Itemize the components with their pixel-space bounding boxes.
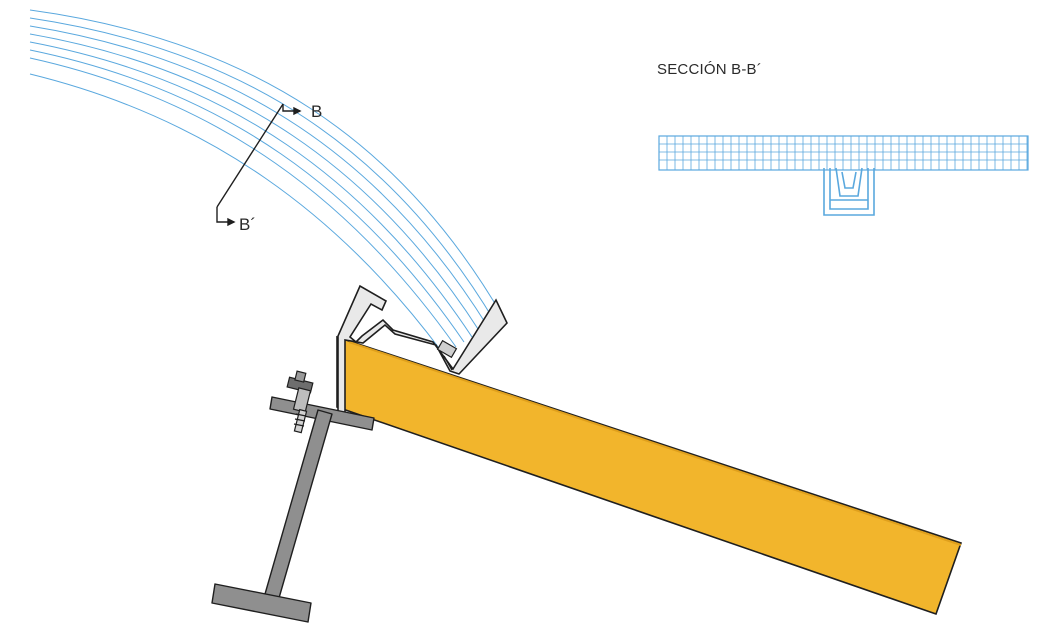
arrowhead-top xyxy=(293,106,302,116)
profile-fixing-screw xyxy=(436,339,458,371)
section-cut-marker xyxy=(216,103,302,227)
ridge-profile xyxy=(337,284,508,419)
section-title: SECCIÓN B-B´ xyxy=(657,61,762,78)
section-detail-inset xyxy=(658,135,1029,216)
inset-clip-profile xyxy=(823,167,875,216)
steel-i-beam xyxy=(211,396,375,623)
anchor-bolt xyxy=(286,370,314,434)
cut-label-top: B xyxy=(311,102,322,121)
timber-beam-shadow xyxy=(348,341,962,546)
arrowhead-bottom xyxy=(227,217,236,227)
multiwall-sheet xyxy=(658,135,1029,171)
cut-arrow-bottom xyxy=(216,207,234,223)
cut-label-bottom: B´ xyxy=(239,215,256,234)
cut-line xyxy=(216,103,284,208)
timber-beam xyxy=(336,335,963,616)
polycarbonate-sheet xyxy=(29,9,504,353)
